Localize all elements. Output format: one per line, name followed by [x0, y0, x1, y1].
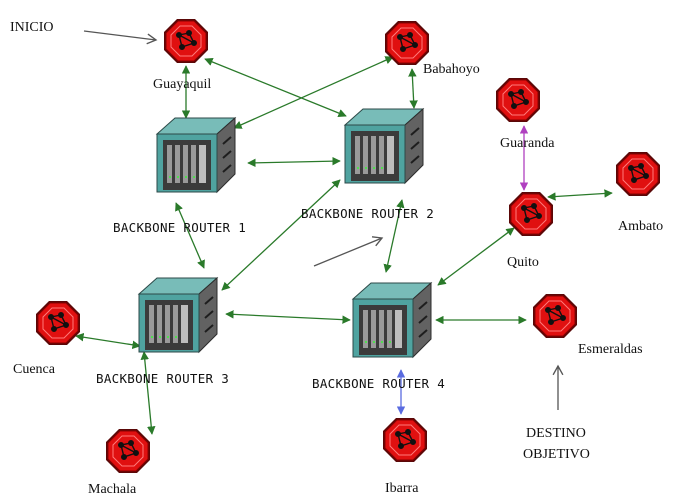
link-babahoyo-router1	[233, 56, 394, 129]
router-node-4[interactable]	[352, 282, 432, 358]
city-label-guaranda: Guaranda	[500, 136, 555, 151]
target-label-line1: DESTINO	[526, 426, 586, 441]
annotation-layer	[83, 30, 564, 410]
city-label-machala: Machala	[88, 482, 137, 496]
router-node-2[interactable]	[344, 108, 424, 184]
city-node-machala[interactable]	[105, 428, 151, 474]
router-label-1: BACKBONE ROUTER 1	[113, 220, 246, 235]
link-router3-cuenca	[75, 332, 141, 350]
target-label-line2: OBJETIVO	[523, 447, 590, 462]
city-node-ambato[interactable]	[615, 151, 661, 197]
link-router4-quito	[437, 227, 515, 286]
city-label-guayaquil: Guayaquil	[153, 77, 211, 92]
city-node-esmeraldas[interactable]	[532, 293, 578, 339]
city-label-ambato: Ambato	[618, 219, 663, 234]
link-router1-router2	[247, 156, 341, 168]
router-node-3[interactable]	[138, 277, 218, 353]
direction-arrow	[313, 236, 384, 267]
city-node-babahoyo[interactable]	[384, 20, 430, 66]
router-label-4: BACKBONE ROUTER 4	[312, 376, 445, 391]
links-layer	[75, 56, 613, 435]
router-label-3: BACKBONE ROUTER 3	[96, 371, 229, 386]
city-node-quito[interactable]	[508, 191, 554, 237]
city-label-quito: Quito	[507, 255, 539, 270]
city-node-cuenca[interactable]	[35, 300, 81, 346]
city-node-guaranda[interactable]	[495, 77, 541, 123]
city-node-ibarra[interactable]	[382, 417, 428, 463]
link-router2-router4	[383, 199, 405, 273]
link-quito-ambato	[547, 189, 613, 201]
city-label-babahoyo: Babahoyo	[423, 62, 480, 77]
link-router1-router3	[175, 202, 205, 269]
link-router2-router3	[221, 179, 341, 291]
link-router3-router4	[225, 310, 351, 324]
city-label-cuenca: Cuenca	[13, 362, 56, 377]
router-node-1[interactable]	[156, 117, 236, 193]
router-label-2: BACKBONE ROUTER 2	[301, 206, 434, 221]
link-router3-machala	[140, 351, 156, 435]
start-label: INICIO	[10, 20, 54, 35]
start-arrow	[83, 30, 158, 45]
city-node-guayaquil[interactable]	[163, 18, 209, 64]
city-label-ibarra: Ibarra	[385, 481, 419, 496]
city-label-esmeraldas: Esmeraldas	[578, 342, 643, 357]
link-babahoyo-router2	[408, 68, 418, 109]
